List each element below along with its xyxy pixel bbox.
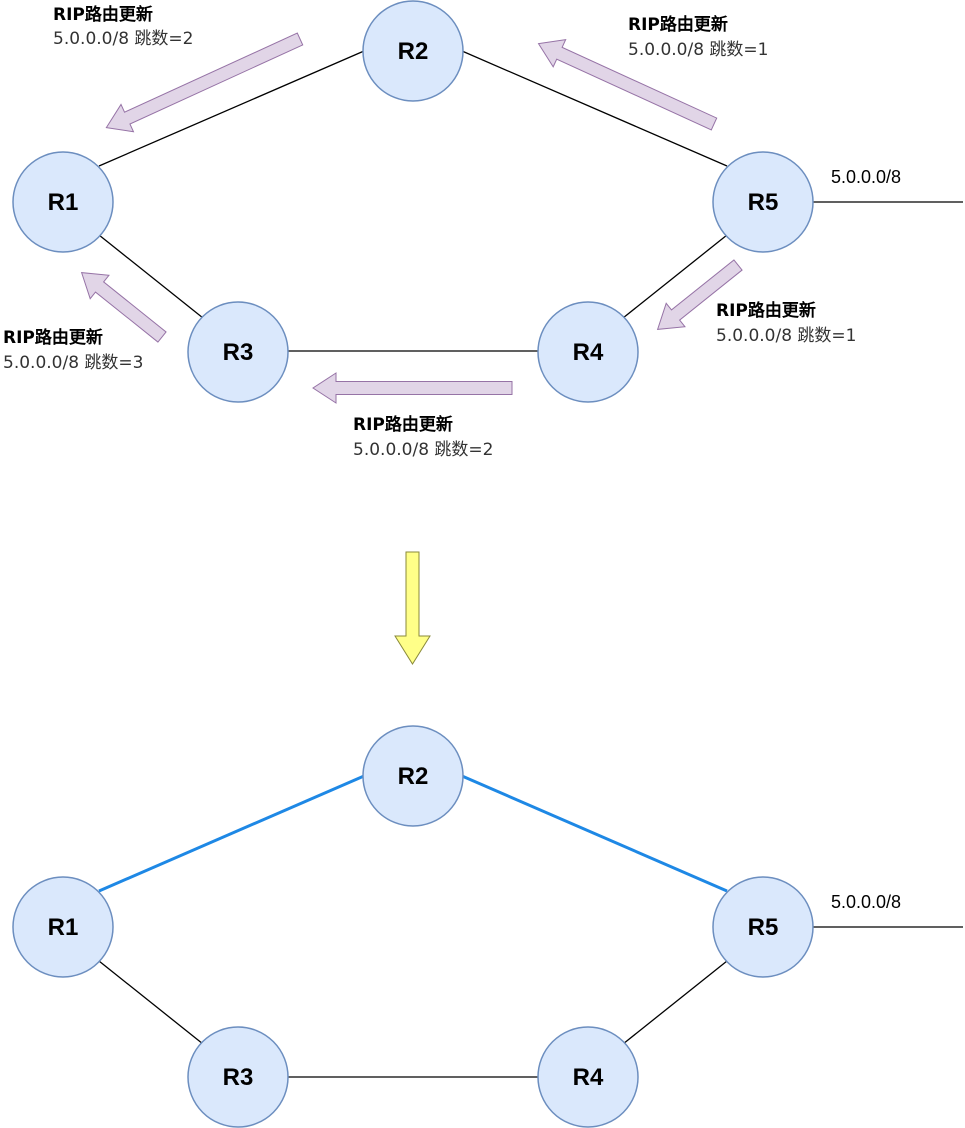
bottom-nodes xyxy=(12,725,814,1128)
router-r2[interactable] xyxy=(362,725,464,827)
router-r2[interactable] xyxy=(362,0,464,102)
router-label: R4 xyxy=(573,1064,604,1091)
top-update-labels: RIP路由更新 5.0.0.0/8 跳数=2 RIP路由更新 5.0.0.0/8… xyxy=(3,4,856,460)
left-arrow-icon xyxy=(80,272,167,343)
link-r1-r3 xyxy=(98,234,204,319)
update-title: RIP路由更新 xyxy=(628,14,728,35)
router-r1[interactable] xyxy=(12,151,114,253)
update-title: RIP路由更新 xyxy=(53,4,153,25)
update-detail: 5.0.0.0/8 跳数=1 xyxy=(628,40,768,60)
update-title: RIP路由更新 xyxy=(353,414,453,435)
router-r3[interactable] xyxy=(187,301,289,403)
link-r4-r5 xyxy=(622,960,728,1045)
left-arrow-icon xyxy=(656,259,743,330)
router-label: R5 xyxy=(748,189,779,216)
down-arrow-icon xyxy=(394,551,431,665)
router-label: R4 xyxy=(573,339,604,366)
router-label: R5 xyxy=(748,914,779,941)
router-r1[interactable] xyxy=(12,876,114,978)
update-title: RIP路由更新 xyxy=(3,327,103,348)
router-label: R1 xyxy=(48,914,79,941)
link-r4-r5 xyxy=(622,234,728,319)
top-nodes xyxy=(12,0,814,403)
network-label: 5.0.0.0/8 xyxy=(831,167,901,187)
left-arrow-icon xyxy=(537,38,718,131)
router-r3[interactable] xyxy=(187,1026,289,1128)
router-label: R2 xyxy=(398,38,429,65)
update-detail: 5.0.0.0/8 跳数=3 xyxy=(3,353,143,373)
selected-link-r2-r5 xyxy=(461,774,728,893)
link-r1-r2 xyxy=(98,50,365,167)
link-r1-r3 xyxy=(98,960,204,1045)
update-detail: 5.0.0.0/8 跳数=2 xyxy=(53,29,193,49)
router-label: R2 xyxy=(398,763,429,790)
router-r4[interactable] xyxy=(537,301,639,403)
bottom-node-labels: R1 R2 R3 R4 R5 xyxy=(48,763,779,1091)
top-update-arrows xyxy=(80,32,743,404)
router-r5[interactable] xyxy=(712,876,814,978)
router-label: R3 xyxy=(223,339,254,366)
selected-link-r1-r2 xyxy=(98,774,365,893)
router-label: R3 xyxy=(223,1064,254,1091)
link-r2-r5 xyxy=(461,50,728,167)
left-arrow-icon xyxy=(105,32,304,133)
top-node-labels: R1 R2 R3 R4 R5 xyxy=(48,38,779,366)
router-r5[interactable] xyxy=(712,151,814,253)
update-title: RIP路由更新 xyxy=(716,300,816,321)
bottom-links xyxy=(98,774,963,1078)
top-links xyxy=(98,50,963,352)
update-detail: 5.0.0.0/8 跳数=2 xyxy=(353,440,493,460)
network-label: 5.0.0.0/8 xyxy=(831,892,901,912)
router-label: R1 xyxy=(48,189,79,216)
update-detail: 5.0.0.0/8 跳数=1 xyxy=(716,326,856,346)
left-arrow-icon xyxy=(312,372,513,404)
router-r4[interactable] xyxy=(537,1026,639,1128)
